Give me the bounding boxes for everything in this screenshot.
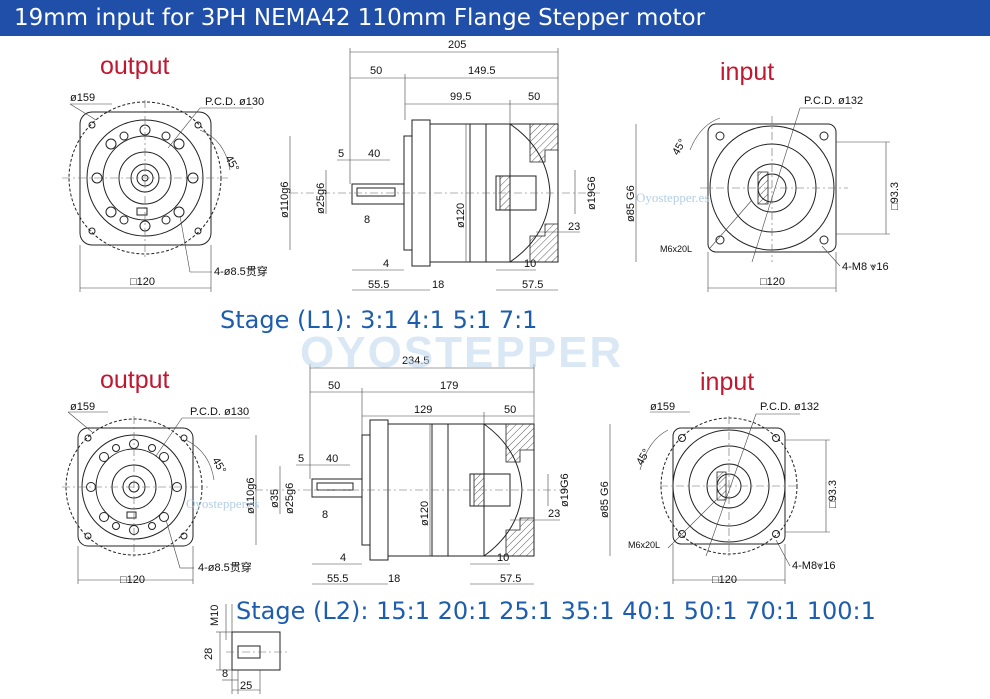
- s2-dim-b55: 55.5: [327, 573, 348, 585]
- s2-dim-right: 179: [440, 380, 458, 392]
- s1-in-angle: 45°: [670, 137, 689, 157]
- s1-dim-pilot: ø110g6: [279, 182, 291, 219]
- s2-dim-b18: 18: [388, 573, 400, 585]
- s1-dim-bore: ø19G6: [586, 176, 598, 210]
- detail-a: 8: [222, 668, 228, 680]
- s1-in-pcd: P.C.D. ø132: [804, 95, 863, 107]
- s2-out-dia: ø159: [70, 401, 95, 413]
- s2-out-pcd: P.C.D. ø130: [190, 406, 249, 418]
- s2-input-label: input: [700, 368, 755, 396]
- s1-dim-keyh: 8: [364, 214, 370, 226]
- s1-dim-b55: 55.5: [368, 279, 389, 291]
- stage1-output-view: [62, 100, 253, 292]
- s2-output-label: output: [100, 366, 170, 394]
- s2-out-square: □120: [120, 574, 145, 586]
- s2-dim-shaft: ø35: [269, 489, 281, 508]
- s2-dim-shaft2: ø25g6: [284, 483, 296, 514]
- s1-output-label: output: [100, 52, 170, 80]
- s2-dim-pilot-in: ø85 G6: [599, 481, 611, 518]
- stage2-input-view: [639, 411, 830, 584]
- s1-dim-total: 205: [448, 39, 466, 51]
- thread-detail: [216, 604, 290, 694]
- s2-dim-mid: 129: [414, 404, 432, 416]
- s1-in-square: □120: [760, 276, 785, 288]
- s1-dim-b57: 57.5: [522, 279, 543, 291]
- s2-in-dia: ø159: [650, 401, 675, 413]
- s2-dim-b57: 57.5: [500, 573, 521, 585]
- s1-dim-left: 50: [370, 65, 382, 77]
- stage1-input-view: [689, 107, 890, 292]
- s2-dim-total: 234.5: [402, 355, 430, 367]
- title-banner: 19mm input for 3PH NEMA42 110mm Flange S…: [0, 0, 990, 36]
- detail-h: 28: [203, 648, 215, 660]
- s2-in-pcd: P.C.D. ø132: [760, 401, 819, 413]
- s1-dim-body: ø120: [455, 203, 467, 228]
- s1-out-holes: 4-ø8.5贯穿: [214, 264, 268, 278]
- s1-dim-right: 149.5: [468, 65, 496, 77]
- s2-dim-b10: 10: [497, 552, 509, 564]
- s2-dim-keyh: 8: [322, 509, 328, 521]
- watermark-logo: OYOSTEPPER: [300, 328, 624, 377]
- s2-in-square: □120: [712, 574, 737, 586]
- s1-out-dia: ø159: [70, 92, 95, 104]
- s1-dim-pilot-in: ø85 G6: [625, 185, 637, 222]
- s1-in-sq: □93.3: [889, 182, 901, 210]
- s1-in-screw: M6x20L: [660, 244, 692, 254]
- stage2-ratios: Stage (L2): 15:1 20:1 25:1 35:1 40:1 50:…: [236, 597, 876, 625]
- s2-in-sq: □93.3: [827, 480, 839, 508]
- s2-dim-keyw: 5: [298, 453, 304, 465]
- s1-dim-keyw: 5: [338, 148, 344, 160]
- s1-out-pcd: P.C.D. ø130: [205, 96, 264, 108]
- s1-dim-mid: 99.5: [450, 91, 471, 103]
- s2-out-holes: 4-ø8.5贯穿: [198, 560, 252, 574]
- detail-b: 25: [240, 680, 252, 692]
- title-text: 19mm input for 3PH NEMA42 110mm Flange S…: [14, 5, 706, 31]
- s1-out-angle: 45°: [222, 154, 241, 174]
- s2-dim-b4: 4: [340, 552, 346, 564]
- watermark-small-1: Oyostepper.es: [636, 190, 710, 205]
- stage1-ratios: Stage (L1): 3:1 4:1 5:1 7:1: [220, 306, 538, 334]
- s2-dim-bore: ø19G6: [559, 473, 571, 507]
- s2-dim-depth: 23: [548, 508, 560, 520]
- s2-dim-left: 50: [328, 380, 340, 392]
- s2-dim-pilot: ø110g6: [245, 478, 257, 515]
- stage2-output-view: [62, 411, 250, 584]
- s1-dim-b10: 10: [524, 258, 536, 270]
- s1-dim-keyl: 40: [368, 148, 380, 160]
- s2-dim-end: 50: [504, 404, 516, 416]
- s2-dim-body: ø120: [419, 501, 431, 526]
- s2-in-tap: 4-M8⩔16: [792, 560, 836, 572]
- s1-dim-b18: 18: [432, 279, 444, 291]
- s1-dim-shaft: ø25g6: [315, 183, 327, 214]
- stage2-side-view: [255, 364, 611, 585]
- detail-thread: M10: [209, 605, 221, 626]
- s1-out-square: □120: [130, 276, 155, 288]
- watermark-small-2: Oyostepper.es: [186, 496, 260, 511]
- s1-dim-end: 50: [528, 91, 540, 103]
- s2-in-screw: M6x20L: [628, 540, 660, 550]
- s2-out-angle: 45°: [209, 456, 228, 476]
- s1-input-label: input: [720, 58, 775, 86]
- stage1-side-view: [289, 48, 637, 291]
- s1-dim-depth: 23: [568, 221, 580, 233]
- s1-dim-b4: 4: [383, 258, 389, 270]
- s2-dim-keyl: 40: [326, 453, 338, 465]
- s1-in-tap: 4-M8 ⩔16: [842, 261, 889, 273]
- s2-in-angle: 45°: [634, 447, 653, 467]
